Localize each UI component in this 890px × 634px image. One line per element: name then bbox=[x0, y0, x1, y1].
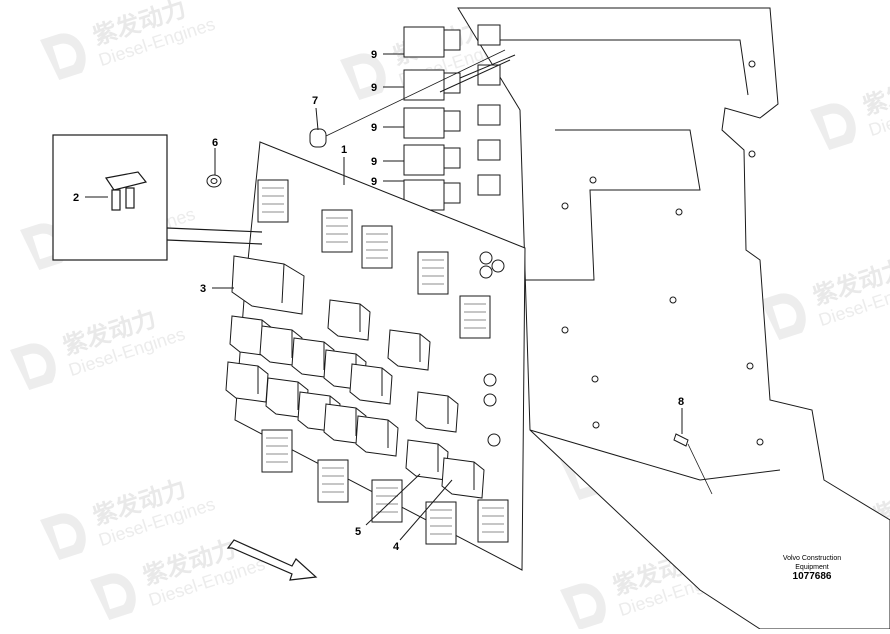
callout-9e: 9 bbox=[371, 176, 377, 188]
upper-relay-column bbox=[403, 24, 516, 211]
watermark-logo bbox=[40, 513, 86, 560]
callout-9b: 9 bbox=[371, 82, 377, 94]
watermark-logo bbox=[810, 103, 856, 150]
connector-block bbox=[417, 251, 449, 295]
board-socket bbox=[479, 265, 493, 279]
large-relay-box bbox=[231, 255, 305, 315]
watermark-logo bbox=[760, 293, 806, 340]
callout-2: 2 bbox=[73, 192, 79, 204]
fuse-detail-inset bbox=[52, 134, 263, 261]
connector-block bbox=[257, 179, 289, 223]
direction-arrow bbox=[226, 539, 318, 581]
callout-8: 8 bbox=[678, 396, 684, 408]
manufacturer-line-1: Volvo Construction bbox=[782, 555, 842, 562]
callout-9d: 9 bbox=[371, 156, 377, 168]
watermark-cn: 紫发动力 bbox=[859, 64, 890, 120]
connector-block bbox=[261, 429, 293, 473]
watermark-logo bbox=[40, 33, 86, 80]
connector-block bbox=[317, 459, 349, 503]
drawing-number: 1077686 bbox=[792, 571, 832, 582]
watermark-logo bbox=[90, 573, 136, 620]
manufacturer-line-2: Equipment bbox=[795, 564, 829, 571]
cabinet-frame bbox=[457, 7, 890, 630]
board-socket bbox=[483, 373, 497, 387]
callout-4: 4 bbox=[393, 541, 400, 553]
board-socket bbox=[487, 433, 501, 447]
leader-lines bbox=[85, 53, 683, 541]
watermark-logo bbox=[560, 583, 606, 630]
connector-block bbox=[361, 225, 393, 269]
connector-block bbox=[425, 501, 457, 545]
watermark-logo bbox=[10, 343, 56, 390]
board-socket bbox=[491, 259, 505, 273]
connector-block bbox=[321, 209, 353, 253]
callout-6: 6 bbox=[212, 137, 218, 149]
callout-9a: 9 bbox=[371, 49, 377, 61]
callout-9c: 9 bbox=[371, 122, 377, 134]
hardware-items bbox=[206, 49, 713, 495]
callout-3: 3 bbox=[200, 283, 206, 295]
callout-7: 7 bbox=[312, 95, 318, 107]
manufacturer-label: Volvo Construction Equipment bbox=[752, 554, 872, 572]
connector-block bbox=[477, 499, 509, 543]
electrical-board bbox=[225, 141, 526, 571]
callout-5: 5 bbox=[355, 526, 361, 538]
callout-1: 1 bbox=[341, 144, 347, 156]
connector-block bbox=[459, 295, 491, 339]
board-socket bbox=[483, 393, 497, 407]
board-socket bbox=[479, 251, 493, 265]
watermark-logo bbox=[340, 53, 386, 100]
callout-labels: 9 9 9 9 9 7 6 1 2 3 8 5 4 bbox=[73, 49, 684, 553]
